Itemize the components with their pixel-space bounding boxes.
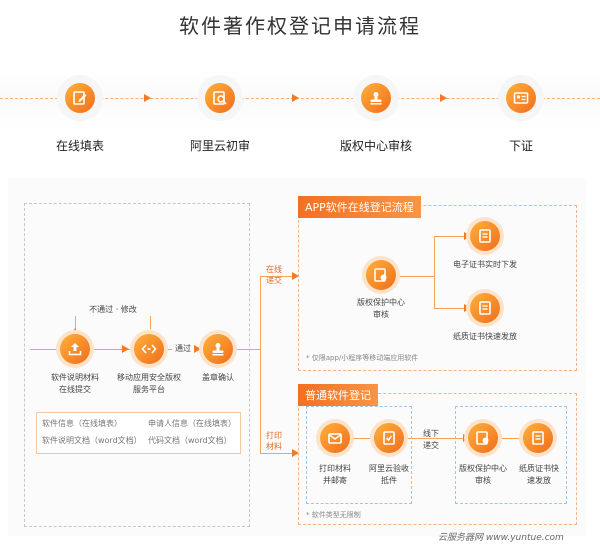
app-section-note: * 仅限app/小程序等移动端应用软件	[306, 354, 419, 362]
arrow-icon	[440, 94, 447, 102]
step-node-1	[57, 75, 103, 121]
step-label-4: 下证	[508, 139, 533, 153]
info-item: 软件信息（在线填表）	[42, 419, 122, 428]
certificate-icon	[366, 260, 396, 290]
arrow-icon	[144, 94, 151, 102]
arrow-icon	[464, 232, 471, 240]
stamp-icon	[361, 83, 391, 113]
pass-label: 通过	[172, 343, 194, 355]
branch-line	[260, 276, 261, 454]
normal-section-title: 普通软件登记	[298, 384, 378, 406]
arrow-icon	[292, 449, 299, 457]
upload-icon	[60, 334, 90, 364]
info-box	[36, 412, 241, 454]
stamp-icon	[203, 334, 233, 364]
code-icon	[134, 334, 164, 364]
info-item: 代码文档（word文档）	[148, 436, 232, 445]
node-label-copyright-review: 版权保护中心 审核	[357, 298, 405, 319]
offline-submit-label: 线下 递交	[423, 429, 439, 450]
node-label-copyright-review: 版权保护中心 审核	[459, 464, 507, 485]
arrow-icon	[463, 434, 470, 442]
edit-icon	[65, 83, 95, 113]
app-flow-line	[434, 236, 468, 237]
page-title: 软件著作权登记申请流程	[179, 14, 421, 38]
arrow-icon	[464, 304, 471, 312]
app-flow-line	[434, 236, 435, 309]
node-label-aliyun-accept: 阿里云验收 抵件	[369, 464, 409, 485]
branch-line	[260, 276, 294, 277]
reject-loop-line	[150, 315, 151, 329]
print-material-label: 打印 材料	[266, 431, 282, 451]
watermark: 云服务器网 www.yuntue.com	[438, 533, 564, 543]
step-label-2: 阿里云初审	[189, 139, 250, 153]
arrow-icon	[71, 328, 79, 335]
reject-label: 不通过 · 修改	[70, 304, 156, 316]
node-label-platform: 移动应用安全版权 服务平台	[117, 373, 181, 394]
arrow-icon	[122, 345, 129, 353]
app-section-title: APP软件在线登记流程	[298, 196, 421, 218]
step-label-3: 版权中心审核	[339, 139, 412, 153]
document-icon	[523, 423, 553, 453]
document-icon	[470, 293, 500, 323]
arrow-icon	[292, 94, 299, 102]
normal-section-box	[298, 393, 577, 525]
normal-flow-line	[350, 438, 378, 439]
reject-loop-line	[75, 315, 76, 333]
node-label-stamp-confirm: 盖章确认	[202, 373, 234, 382]
check-document-icon	[374, 423, 404, 453]
info-item: 软件说明文档（word文档）	[42, 436, 142, 445]
arrow-icon	[292, 272, 299, 280]
mail-icon	[320, 423, 350, 453]
node-label-paper-certificate: 纸质证书快速发放	[453, 332, 517, 341]
normal-section-note: * 软件类型无限制	[306, 511, 361, 519]
certificate-icon	[506, 83, 536, 113]
offline-group-box	[306, 406, 412, 504]
step-label-1: 在线填表	[55, 139, 104, 153]
branch-line	[260, 453, 294, 454]
node-label-upload: 软件说明材料 在线提交	[51, 373, 99, 394]
normal-flow-line	[404, 438, 470, 439]
node-label-paper-certificate: 纸质证书快 速发放	[519, 464, 559, 485]
search-document-icon	[205, 83, 235, 113]
node-label-print-mail: 打印材料 并邮寄	[319, 464, 351, 485]
info-item: 申请人信息（在线填表）	[148, 419, 236, 428]
node-label-e-certificate: 电子证书实时下发	[453, 260, 517, 269]
app-flow-line	[434, 308, 468, 309]
center-group-box	[455, 406, 567, 504]
step-node-3	[353, 75, 399, 121]
document-icon	[470, 221, 500, 251]
step-node-2	[197, 75, 243, 121]
left-flow-box	[24, 203, 250, 527]
step-node-4	[498, 75, 544, 121]
online-submit-label: 在线 递交	[266, 265, 282, 285]
step-connector-line	[0, 98, 600, 99]
app-section-box	[298, 205, 577, 371]
normal-flow-line	[498, 438, 525, 439]
arrow-icon	[194, 345, 201, 353]
app-flow-line	[397, 276, 435, 277]
certificate-icon	[468, 423, 498, 453]
